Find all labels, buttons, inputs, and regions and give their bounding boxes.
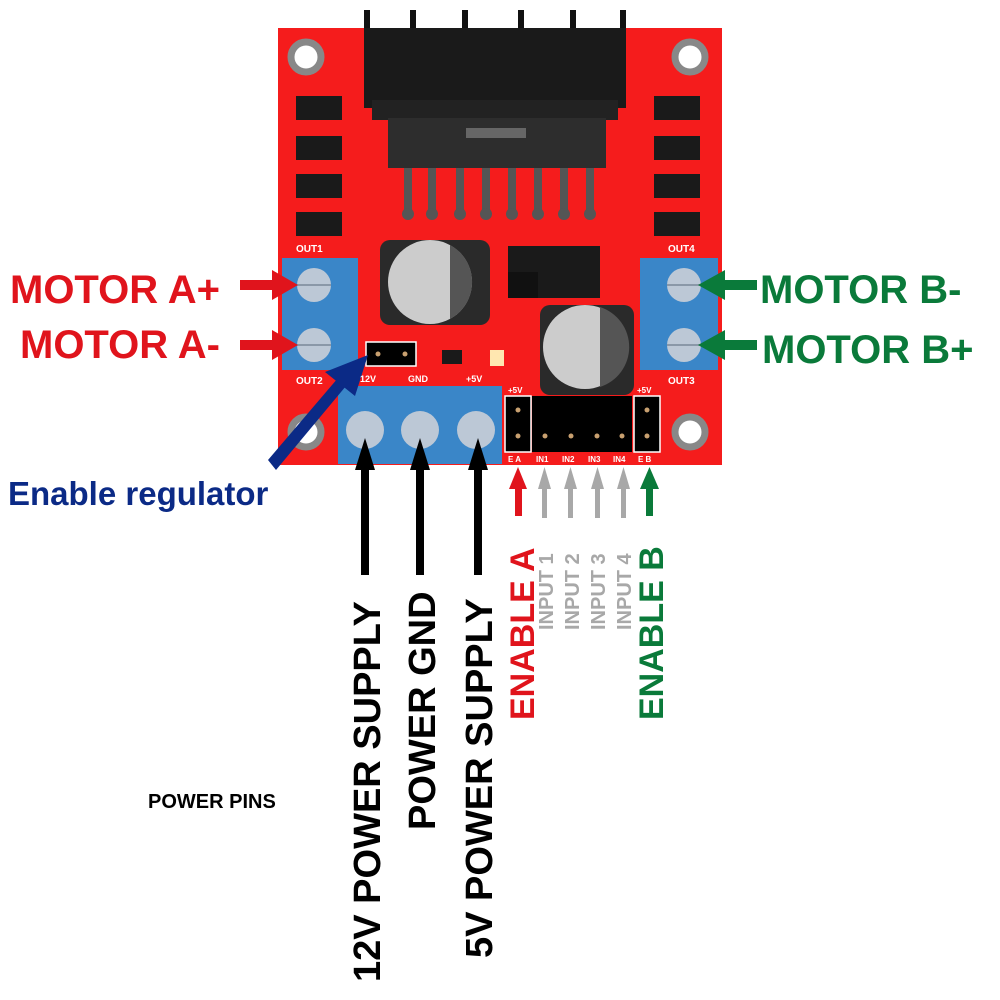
capacitor-2: [540, 305, 634, 395]
label-in1: IN1: [536, 455, 549, 464]
label-out3: OUT3: [668, 376, 695, 387]
enable-regulator-arrow: [268, 355, 368, 470]
chip-pins: [402, 168, 596, 220]
enable-a-label: ENABLE A: [504, 547, 542, 720]
label-12v: 12V: [360, 374, 376, 384]
control-header: [504, 395, 661, 453]
12v-power-supply-label: 12V POWER SUPPLY: [347, 601, 389, 982]
smd-resistor: [442, 350, 462, 364]
label-5v: +5V: [466, 374, 482, 384]
input-arrows: [538, 467, 630, 518]
motor-a-plus-label: MOTOR A+: [10, 268, 220, 312]
mounting-holes: [287, 38, 709, 451]
regulator-jumper: [365, 341, 417, 367]
enable-b-arrow: [640, 467, 659, 516]
motor-a-minus-label: MOTOR A-: [20, 323, 220, 367]
label-enb-5v: +5V: [637, 386, 652, 395]
label-out2: OUT2: [296, 376, 323, 387]
label-out1: OUT1: [296, 244, 323, 255]
label-out4: OUT4: [668, 244, 695, 255]
enable-b-label: ENABLE B: [633, 546, 671, 720]
motor-b-terminal: [640, 258, 718, 370]
voltage-regulator: [508, 246, 600, 298]
5v-power-supply-label: 5V POWER SUPPLY: [459, 598, 501, 958]
power-led: [490, 350, 504, 366]
power-gnd-label: POWER GND: [402, 591, 444, 830]
capacitor-1: [380, 240, 490, 325]
motor-b-minus-label: MOTOR B-: [760, 268, 961, 312]
label-in4: IN4: [613, 455, 626, 464]
enable-a-arrow: [509, 467, 527, 516]
motor-b-arrows: [698, 270, 757, 360]
motor-b-plus-label: MOTOR B+: [762, 328, 974, 372]
input-4-label: INPUT 4: [614, 552, 636, 630]
label-enb: E B: [638, 455, 652, 464]
input-2-label: INPUT 2: [562, 553, 584, 630]
power-pins-label: POWER PINS: [148, 791, 276, 813]
label-in2: IN2: [562, 455, 575, 464]
diodes: [296, 96, 700, 236]
motor-a-arrows: [240, 270, 298, 360]
power-arrows: [355, 438, 488, 575]
label-ena: E A: [508, 455, 521, 464]
heatsink-body: [364, 28, 626, 168]
input-1-label: INPUT 1: [536, 553, 558, 630]
label-gnd: GND: [408, 374, 429, 384]
motor-a-terminal: [282, 258, 358, 370]
label-ena-5v: +5V: [508, 386, 523, 395]
enable-regulator-label: Enable regulator: [8, 475, 269, 512]
input-3-label: INPUT 3: [588, 553, 610, 630]
label-in3: IN3: [588, 455, 601, 464]
